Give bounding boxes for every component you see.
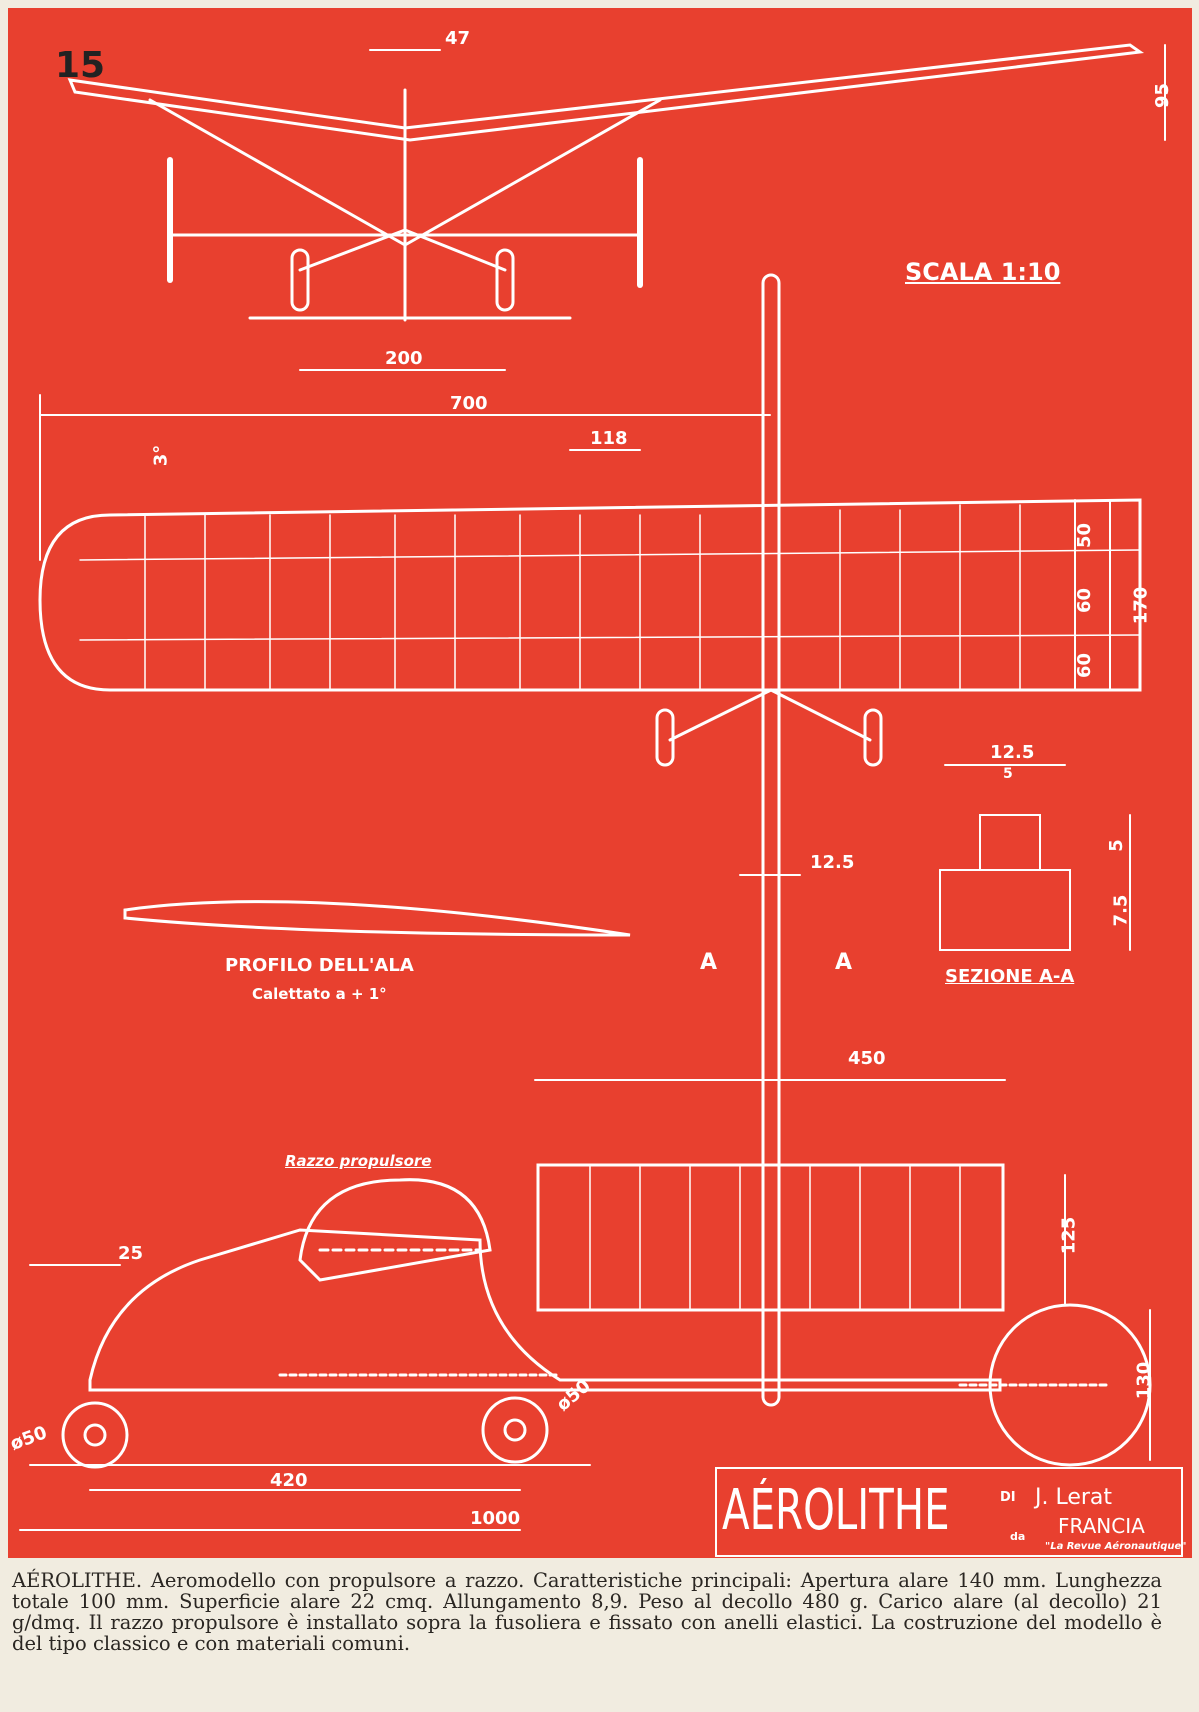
dim-tail-span: 450	[848, 1048, 886, 1069]
model-name: AÉROLITHE	[722, 1478, 950, 1543]
page-number: 15	[55, 45, 106, 86]
author-name: J. Lerat	[1035, 1485, 1113, 1510]
dim-chord-c: 60	[1074, 652, 1096, 679]
scale-label: SCALA 1:10	[905, 258, 1061, 286]
dim-disk: 130	[1133, 1361, 1155, 1400]
profile-title: PROFILO DELL'ALA	[225, 955, 414, 976]
top-view	[38, 273, 1142, 1407]
title-from: da	[1010, 1530, 1026, 1543]
title-block-frame	[715, 1467, 1183, 1557]
dim-boom: 12.5	[810, 852, 855, 873]
dim-wheel-track: 200	[385, 348, 423, 369]
source-credit: "La Revue Aéronautique"	[1045, 1541, 1187, 1552]
section-title: SEZIONE A-A	[945, 966, 1075, 987]
side-view	[19, 1178, 1152, 1531]
section-dim-spar: 5	[1003, 766, 1013, 782]
dim-fin: 47	[445, 28, 471, 49]
section-dim-bottom: 7.5	[1110, 894, 1132, 927]
wing-profile	[123, 900, 631, 937]
angle-label: 3°	[150, 444, 172, 467]
tail-plane	[534, 1079, 1066, 1312]
dim-chord-b: 60	[1074, 587, 1096, 614]
section-view	[939, 764, 1131, 951]
caption: AÉROLITHE. Aeromodello con propulsore a …	[12, 1569, 1162, 1655]
dim-half-span: 700	[450, 393, 488, 414]
dim-chord-total: 170	[1130, 586, 1152, 625]
section-mark-right: A	[835, 950, 853, 975]
section-mark-left: A	[700, 950, 718, 975]
blueprint-sheet	[8, 8, 1192, 1558]
title-by: DI	[1000, 1490, 1016, 1505]
dim-chord-a: 50	[1074, 522, 1096, 549]
section-dim-top: 5	[1105, 839, 1127, 852]
dim-dihedral: 95	[1152, 82, 1174, 109]
rocket-label: Razzo propulsore	[285, 1152, 432, 1170]
dim-length: 1000	[470, 1508, 521, 1529]
dim-wheelbase: 420	[270, 1470, 308, 1491]
profile-subtitle: Calettato a + 1°	[252, 985, 387, 1003]
dim-tail-chord: 125	[1058, 1216, 1080, 1255]
dim-rib: 118	[590, 428, 628, 449]
section-dim-width: 12.5	[990, 742, 1035, 763]
dim-nose: 25	[118, 1243, 144, 1264]
front-view	[67, 43, 1166, 371]
author-country: FRANCIA	[1058, 1514, 1145, 1538]
